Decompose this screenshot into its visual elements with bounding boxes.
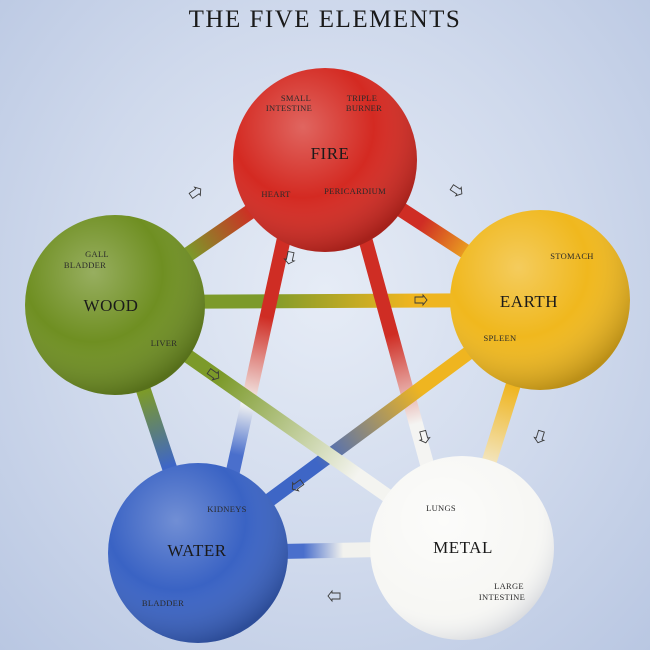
- earth-organ-stomach: STOMACH: [550, 251, 594, 261]
- fire-organ-burner: BURNER: [346, 103, 382, 113]
- wood-organ-liver: LIVER: [151, 338, 178, 348]
- arrow-icon: [291, 479, 305, 492]
- earth-label: EARTH: [500, 292, 558, 311]
- arrow-icon: [327, 589, 341, 603]
- arrow-icon: [414, 293, 428, 307]
- wood-organ-bladder: BLADDER: [64, 260, 106, 270]
- earth-organ-spleen: SPLEEN: [484, 333, 517, 343]
- metal-organ-intestine: INTESTINE: [479, 592, 525, 602]
- water-organ-bladder: BLADDER: [142, 598, 184, 608]
- page-title: THE FIVE ELEMENTS: [188, 6, 462, 33]
- fire-organ-triple: TRIPLE: [347, 93, 378, 103]
- arrow-icon: [283, 250, 296, 265]
- element-fire: FIRE SMALL INTESTINE TRIPLE BURNER HEART…: [233, 68, 417, 252]
- metal-label: METAL: [433, 538, 493, 557]
- arrow-icon: [188, 186, 202, 199]
- fire-organ-pericardium: PERICARDIUM: [324, 186, 386, 196]
- element-water: WATER KIDNEYS BLADDER: [108, 463, 288, 643]
- fire-organ-heart: HEART: [261, 189, 291, 199]
- arrow-icon: [449, 184, 463, 197]
- wood-organ-gall: GALL: [85, 249, 109, 259]
- water-label: WATER: [167, 541, 226, 560]
- metal-organ-large: LARGE: [494, 581, 524, 591]
- element-metal: METAL LUNGS LARGE INTESTINE: [370, 456, 554, 640]
- water-organ-kidneys: KIDNEYS: [207, 504, 246, 514]
- arrow-icon: [418, 429, 431, 444]
- arrow-icon: [206, 368, 220, 381]
- element-wood: WOOD GALL BLADDER LIVER: [25, 215, 205, 395]
- metal-organ-lungs: LUNGS: [426, 503, 456, 513]
- wood-label: WOOD: [84, 296, 139, 315]
- element-earth: EARTH STOMACH SPLEEN: [450, 210, 630, 390]
- flow-arrows: [188, 184, 546, 603]
- fire-organ-small: SMALL: [281, 93, 311, 103]
- fire-label: FIRE: [311, 144, 350, 163]
- fire-organ-intestine: INTESTINE: [266, 103, 312, 113]
- arrow-icon: [533, 429, 546, 444]
